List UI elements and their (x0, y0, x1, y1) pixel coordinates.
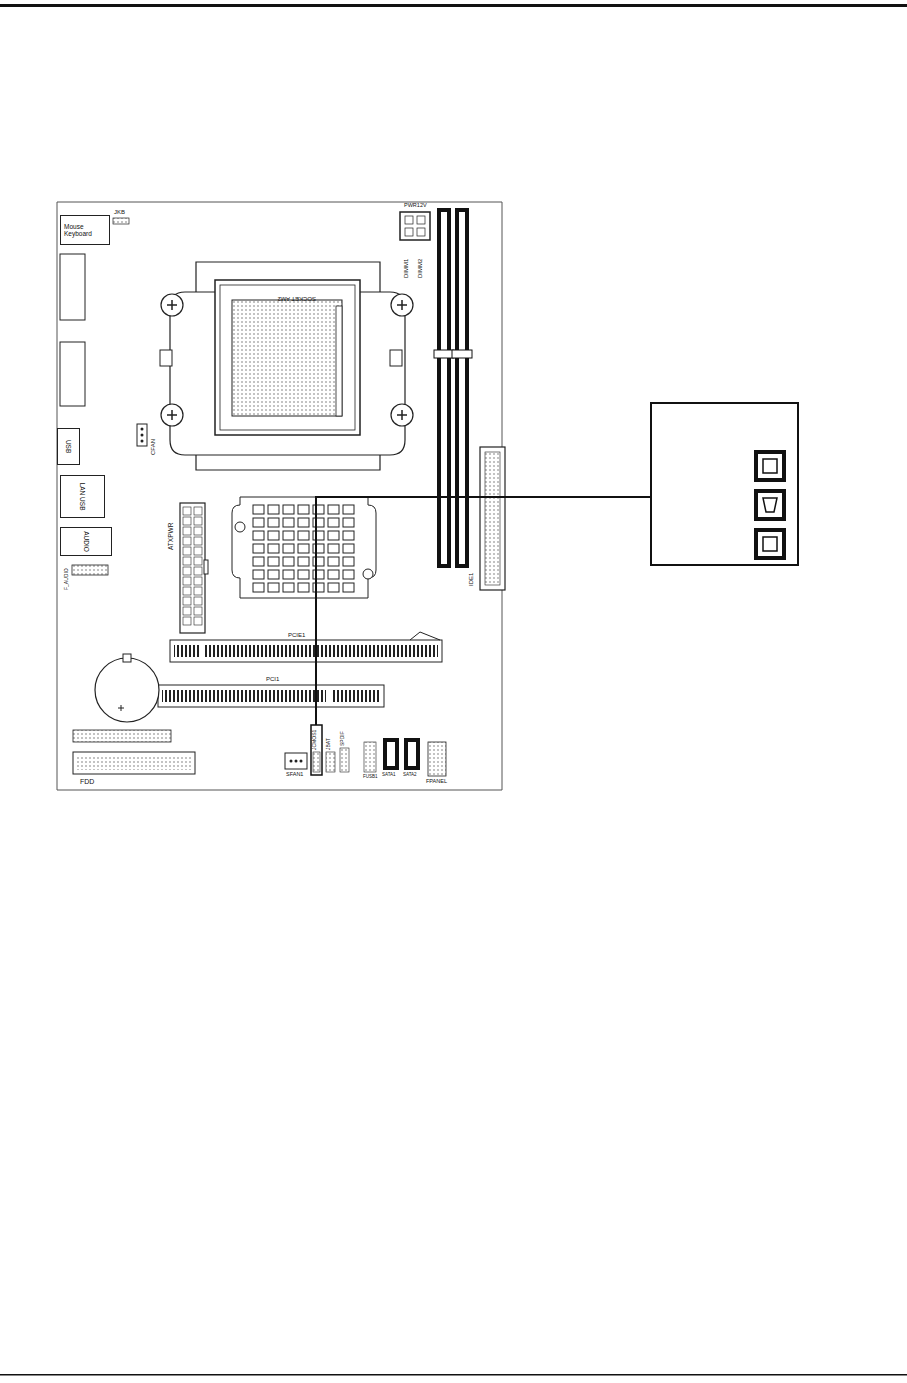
part-label: DIMM2 (417, 259, 423, 278)
part-label: SFAN1 (286, 772, 303, 778)
port-label: USB (65, 436, 72, 457)
part-label: DIMM1 (403, 259, 409, 278)
port-box: AUDIO (60, 527, 112, 556)
part-label: PWR12V (404, 203, 427, 209)
part-label: IDE1 (468, 573, 474, 586)
part-label: PCIE1 (288, 632, 305, 638)
part-label: JBAT (326, 738, 331, 750)
part-label: ATXPWR (168, 523, 175, 550)
port-label: LAN USB (79, 478, 86, 515)
part-label: JCMOS1 (312, 730, 317, 750)
part-label: SATA1 (382, 773, 396, 778)
port-label: AUDIO (82, 530, 89, 553)
part-label: SOCKET AM2 (278, 296, 316, 302)
part-label: JKB (114, 209, 125, 215)
part-label: SPDIF (340, 731, 345, 746)
port-box: USB (57, 428, 80, 465)
port-label: Mouse Keyboard (64, 223, 104, 237)
part-label: FDD (80, 778, 94, 785)
part-label: CFAN (150, 439, 156, 455)
part-label: FUSB1 (363, 775, 378, 780)
port-box: LAN USB (60, 475, 105, 518)
port-box: Mouse Keyboard (60, 215, 110, 245)
part-label: FPANEL (426, 779, 447, 785)
part-label: F_AUDIO (64, 568, 69, 590)
part-label: PCI1 (266, 676, 279, 682)
part-label: SATA2 (403, 773, 417, 778)
